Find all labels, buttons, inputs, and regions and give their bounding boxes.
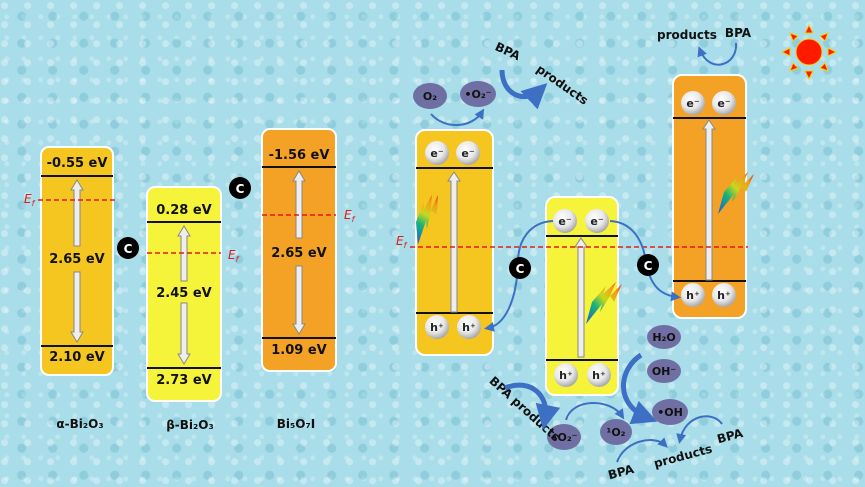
excitation-arrow-icon (702, 119, 716, 281)
double-arrow-icon (70, 179, 84, 343)
oxidation-arrow (621, 352, 658, 425)
junction-marker: C (229, 177, 251, 199)
superoxide-cloud: •O₂⁻ (547, 424, 581, 450)
svg-text:e⁻: e⁻ (430, 147, 443, 160)
svg-text:h⁺: h⁺ (592, 369, 606, 382)
beta-bi2o3-label: β-Bi₂O₃ (166, 418, 214, 432)
reduction-arrow (430, 108, 485, 127)
electron: e⁻ (456, 141, 480, 165)
svg-text:e⁻: e⁻ (686, 97, 699, 110)
svg-text:h⁺: h⁺ (717, 289, 731, 302)
double-arrow-icon (292, 170, 306, 335)
svg-text:h⁺: h⁺ (686, 289, 700, 302)
svg-text:H₂O: H₂O (652, 331, 675, 344)
svg-text:e⁻: e⁻ (590, 215, 603, 228)
fermi-level-label: Ef (344, 208, 356, 224)
electron: e⁻ (553, 209, 577, 233)
hydroxide-cloud: OH⁻ (647, 359, 681, 383)
vb-potential: 2.10 eV (49, 350, 104, 365)
vb-potential: 1.09 eV (271, 343, 326, 358)
bi5o7i-label: Bi₅O₇I (277, 417, 315, 431)
degradation-arrow (616, 437, 668, 463)
bpa-label: BPA (607, 462, 637, 482)
svg-text:h⁺: h⁺ (462, 321, 476, 334)
alpha-bi2o3-band-aligned (415, 129, 494, 356)
svg-text:O₂: O₂ (423, 90, 437, 103)
hydroxyl-radical-cloud: •OH (652, 399, 688, 425)
svg-text:C: C (516, 262, 525, 276)
cb-potential: -0.55 eV (47, 156, 108, 171)
electron: e⁻ (712, 91, 736, 115)
degradation-arrow (499, 69, 548, 110)
svg-text:h⁺: h⁺ (430, 321, 444, 334)
products-label: products (534, 62, 591, 108)
electron: e⁻ (425, 141, 449, 165)
svg-text:¹O₂: ¹O₂ (607, 426, 626, 439)
bpa-label: BPA (716, 426, 746, 446)
hole: h⁺ (587, 363, 611, 387)
degradation-arrow (676, 415, 723, 444)
hole: h⁺ (457, 315, 481, 339)
electron: e⁻ (585, 209, 609, 233)
svg-text:e⁻: e⁻ (461, 147, 474, 160)
singlet-oxygen-cloud: ¹O₂ (600, 419, 632, 445)
junction-marker: C (509, 257, 531, 279)
excitation-arrow-icon (447, 171, 461, 313)
hole: h⁺ (425, 315, 449, 339)
svg-text:e⁻: e⁻ (717, 97, 730, 110)
band-gap: 2.65 eV (49, 252, 104, 267)
svg-text:h⁺: h⁺ (559, 369, 573, 382)
bi5o7i-band-aligned (672, 74, 747, 319)
fermi-level-label: Ef (24, 192, 36, 208)
products-label: products (657, 28, 717, 42)
band-gap: 2.45 eV (156, 286, 211, 301)
cb-potential: -1.56 eV (269, 148, 330, 163)
svg-text:•O₂⁻: •O₂⁻ (464, 88, 491, 101)
sun-icon (780, 23, 838, 81)
degradation-arrow (504, 382, 561, 430)
fermi-level-label: Ef (228, 248, 240, 264)
products-label: products (652, 442, 713, 471)
svg-text:OH⁻: OH⁻ (652, 365, 677, 378)
degradation-arrow (697, 42, 738, 66)
alpha-bi2o3-band: -0.55 eV 2.65 eV 2.10 eV (40, 146, 114, 376)
cb-potential: 0.28 eV (156, 203, 211, 218)
svg-text:C: C (124, 242, 133, 256)
bpa-label: BPA (493, 40, 523, 64)
band-gap: 2.65 eV (271, 246, 326, 261)
bpa-label: BPA (725, 26, 752, 40)
svg-text:e⁻: e⁻ (558, 215, 571, 228)
vb-potential: 2.73 eV (156, 373, 211, 388)
superoxide-cloud: •O₂⁻ (460, 81, 496, 107)
svg-text:C: C (644, 259, 653, 273)
conversion-arrow (565, 402, 625, 421)
fermi-level-label: Ef (396, 234, 408, 250)
electron: e⁻ (681, 91, 705, 115)
junction-marker: C (117, 237, 139, 259)
hole: h⁺ (712, 283, 736, 307)
o2-cloud: O₂ (413, 83, 447, 109)
svg-text:•O₂⁻: •O₂⁻ (550, 431, 577, 444)
svg-text:•OH: •OH (657, 406, 683, 419)
h2o-cloud: H₂O (647, 325, 681, 349)
bi5o7i-band: -1.56 eV 2.65 eV 1.09 eV (261, 128, 337, 372)
junction-marker: C (637, 254, 659, 276)
hole: h⁺ (554, 363, 578, 387)
beta-bi2o3-band: 0.28 eV 2.45 eV 2.73 eV (146, 186, 222, 402)
alpha-bi2o3-label: α-Bi₂O₃ (56, 417, 103, 431)
svg-text:C: C (236, 182, 245, 196)
hole: h⁺ (681, 283, 705, 307)
